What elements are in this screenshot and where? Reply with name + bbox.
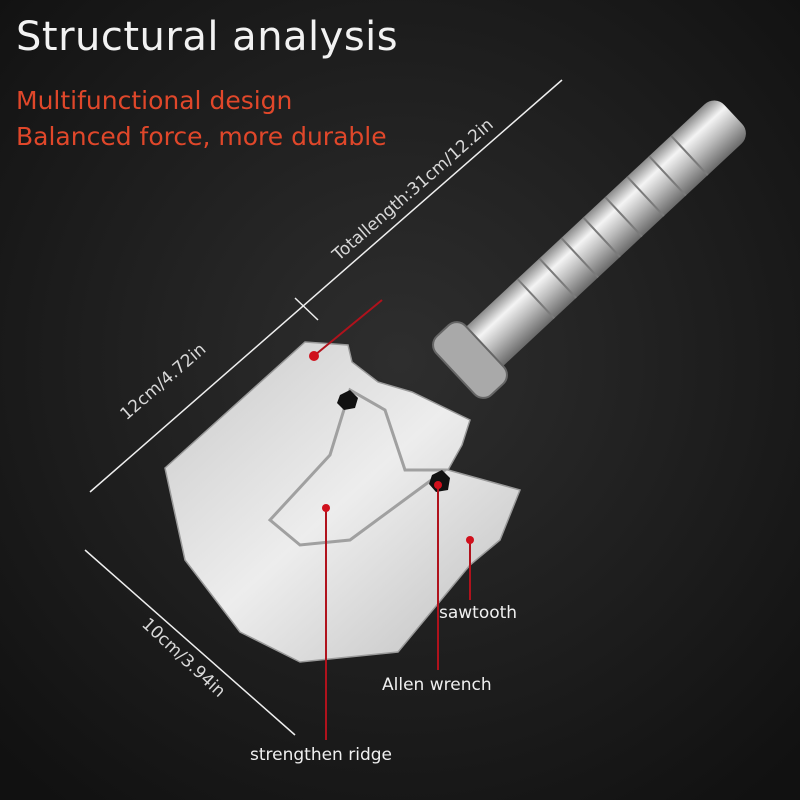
page-title: Structural analysis [16,14,399,60]
subtitle-durable: Balanced force, more durable [16,122,387,151]
callout-allen-wrench: Allen wrench [382,675,492,695]
blade [164,341,522,663]
handle [432,100,746,399]
callout-strengthen-ridge: strengthen ridge [250,745,392,765]
subtitle-multifunctional: Multifunctional design [16,86,293,115]
hex-hole-icon [337,390,358,410]
allen-wrench-hole-icon [429,470,450,492]
callout-sawtooth: sawtooth [439,603,518,623]
